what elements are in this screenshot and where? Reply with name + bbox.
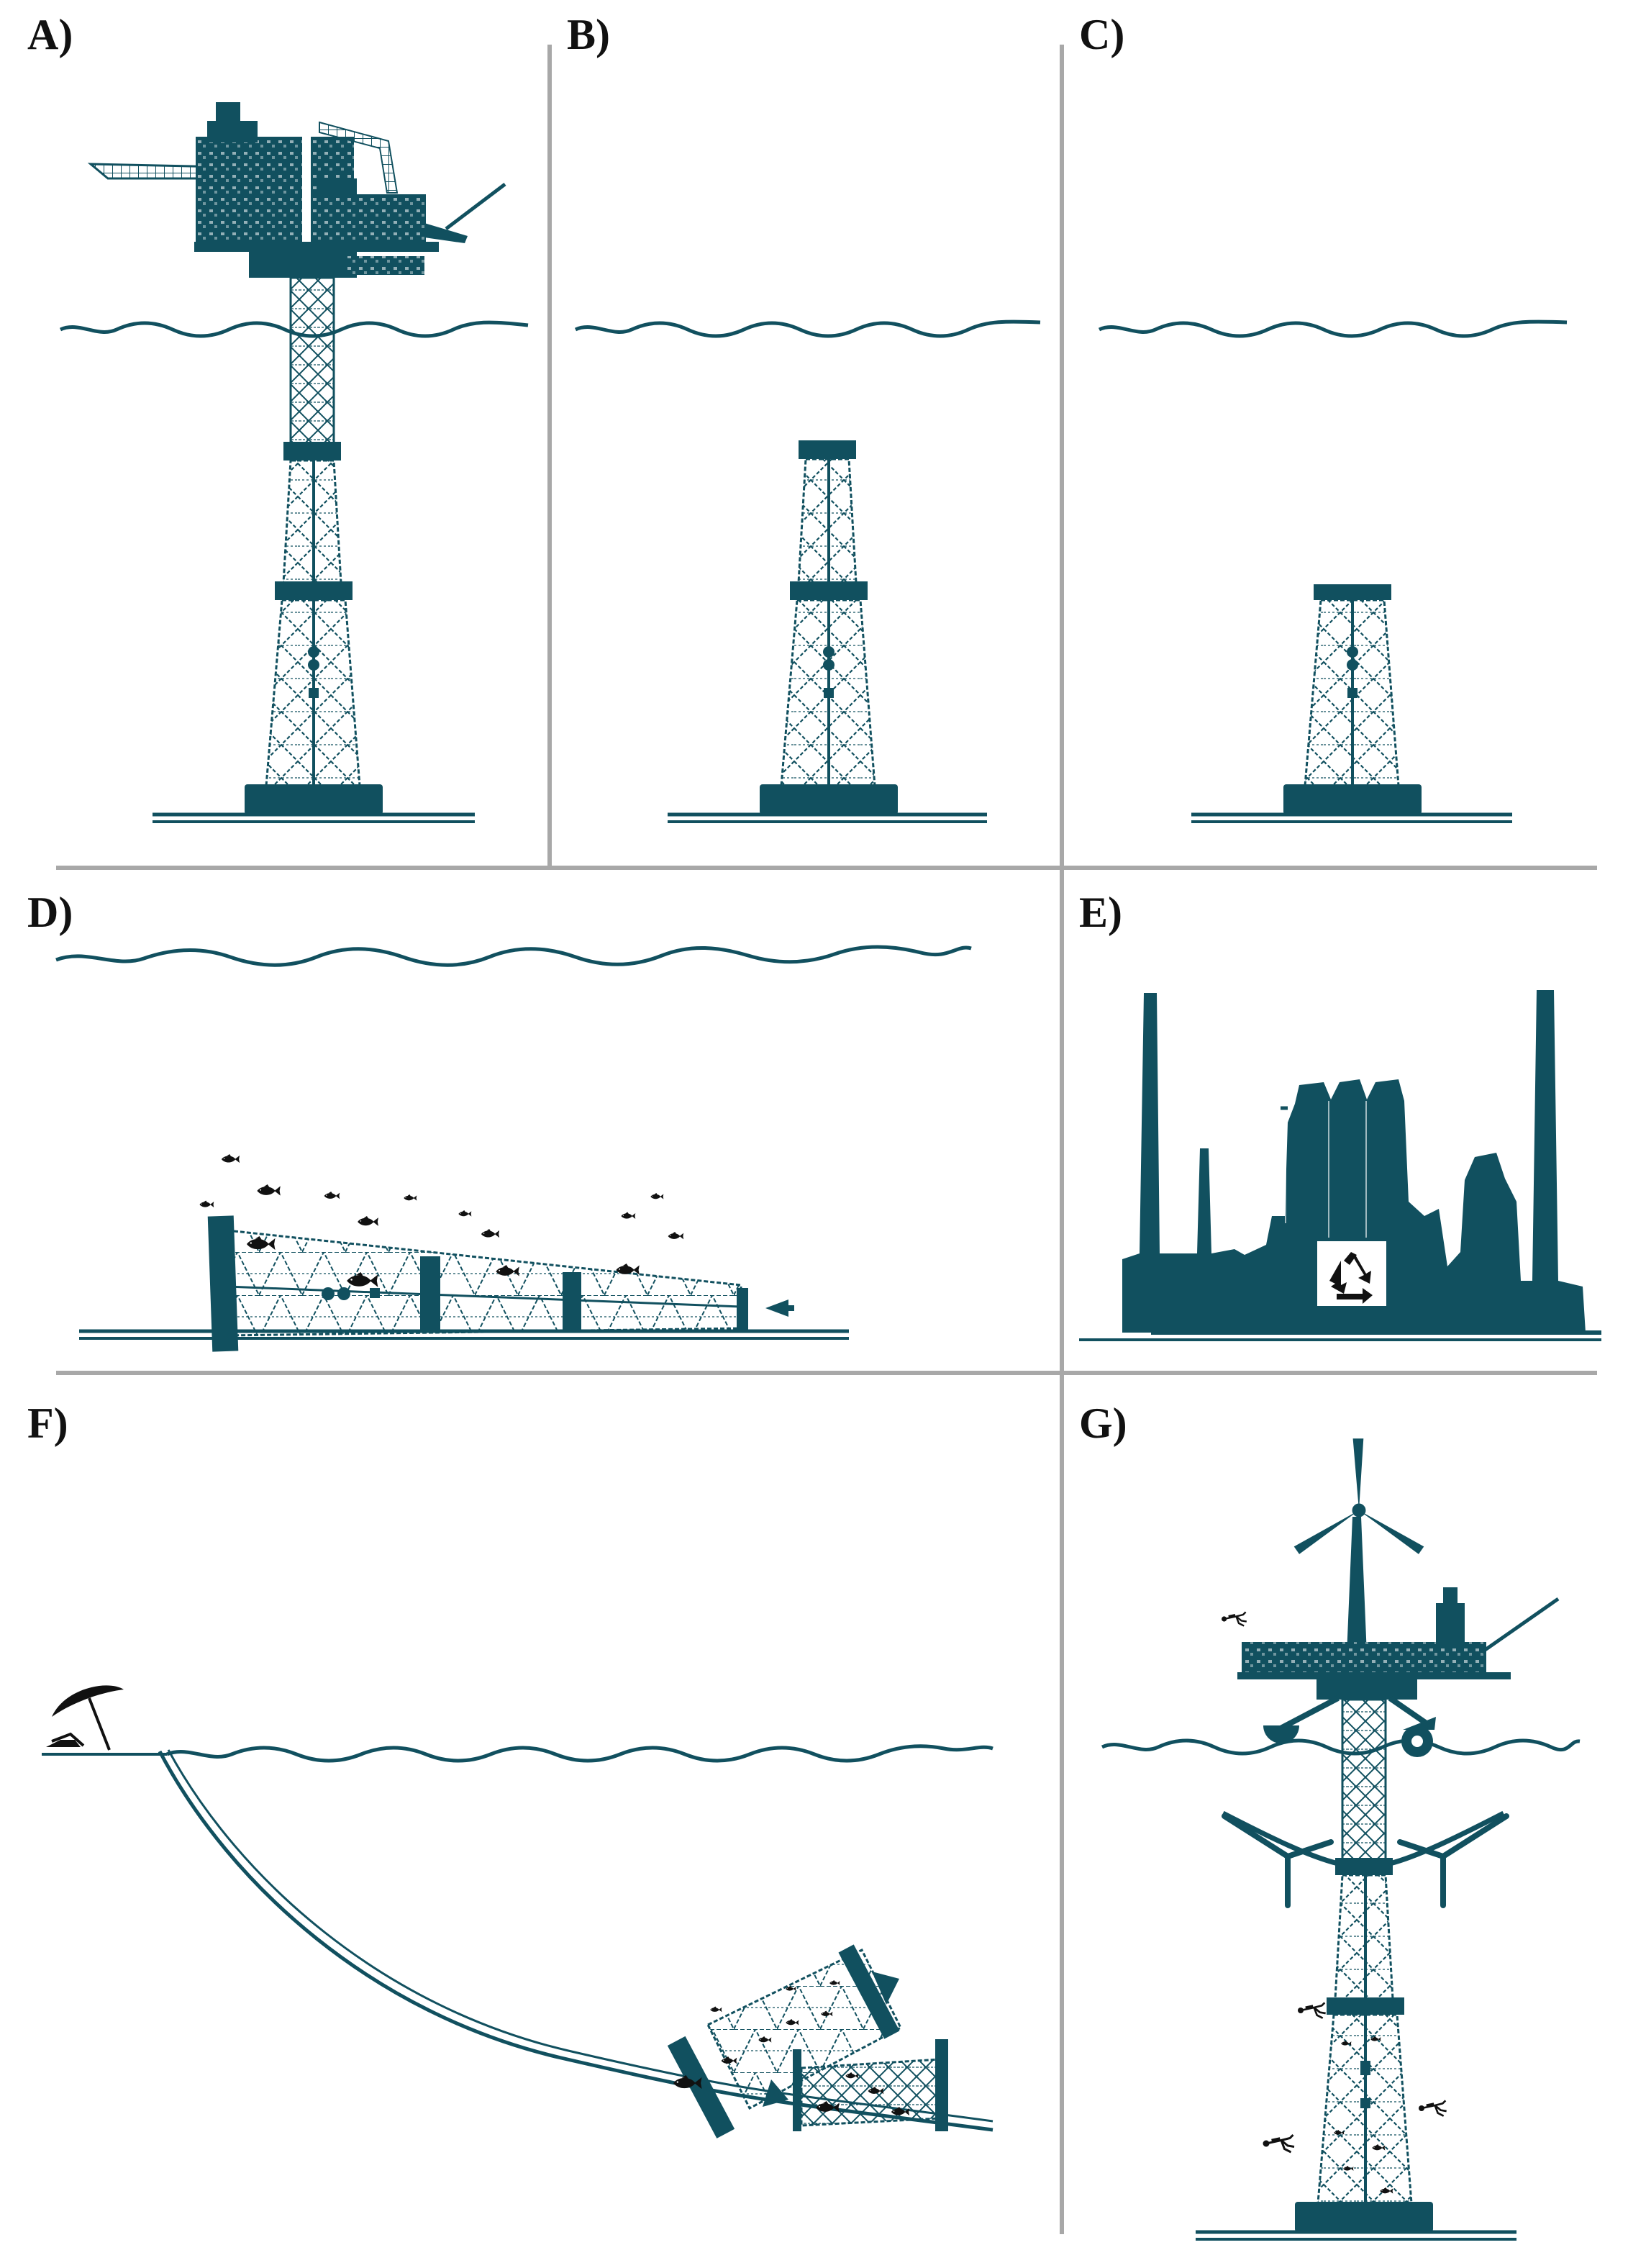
- sea-surface-c: [1098, 319, 1568, 338]
- sea-surface-f: [166, 1744, 993, 1763]
- sea-surface-b: [574, 319, 1041, 338]
- sea-surface-d: [55, 945, 972, 967]
- panel-c-partial-removal: [1098, 319, 1568, 823]
- panel-label-f: F): [27, 1400, 68, 1447]
- seabed-b: [668, 812, 987, 823]
- panel-g-multi-use: [1101, 1438, 1581, 2241]
- jacket-structure-icon: [760, 440, 898, 815]
- beach-umbrella-icon: [46, 1685, 124, 1751]
- jacket-structure-icon: [1283, 584, 1422, 815]
- seabed-g: [1196, 2230, 1516, 2241]
- jacket-structure-icon: [207, 1215, 794, 1352]
- panel-label-b: B): [567, 11, 610, 58]
- panel-label-g: G): [1079, 1400, 1127, 1447]
- refinery-icon: [1079, 990, 1601, 1341]
- panel-label-c: C): [1079, 11, 1125, 58]
- seabed-c: [1191, 812, 1512, 823]
- jacket-structure-icon: [1222, 1698, 1505, 2232]
- panel-a-full-platform: [59, 102, 529, 823]
- panel-label-a: A): [27, 11, 73, 58]
- oil-platform-icon: [87, 102, 506, 278]
- wind-turbine-icon: [1222, 1813, 1509, 1908]
- jacket-structure-icon: [245, 276, 383, 815]
- wind-turbine-icon: [1293, 1438, 1424, 1655]
- sea-surface-g: [1101, 1738, 1581, 1756]
- panel-b-topsides-removed: [574, 319, 1041, 823]
- panel-f-relocation-reef: [42, 1685, 993, 2138]
- oil-platform-icon: [1237, 1587, 1560, 1700]
- jacket-structure-icon: [667, 1944, 948, 2138]
- panel-dividers: [56, 45, 1597, 2234]
- panel-label-e: E): [1079, 889, 1122, 936]
- panel-d-toppled-reef: [55, 945, 972, 1352]
- sea-surface-a: [59, 320, 529, 338]
- seabed-a: [153, 812, 475, 823]
- panel-e-onshore-recycling: [1079, 990, 1601, 1341]
- panel-label-d: D): [27, 889, 73, 936]
- recycle-icon: [1316, 1240, 1388, 1307]
- wave-energy-converter-icon: [1263, 1695, 1436, 1757]
